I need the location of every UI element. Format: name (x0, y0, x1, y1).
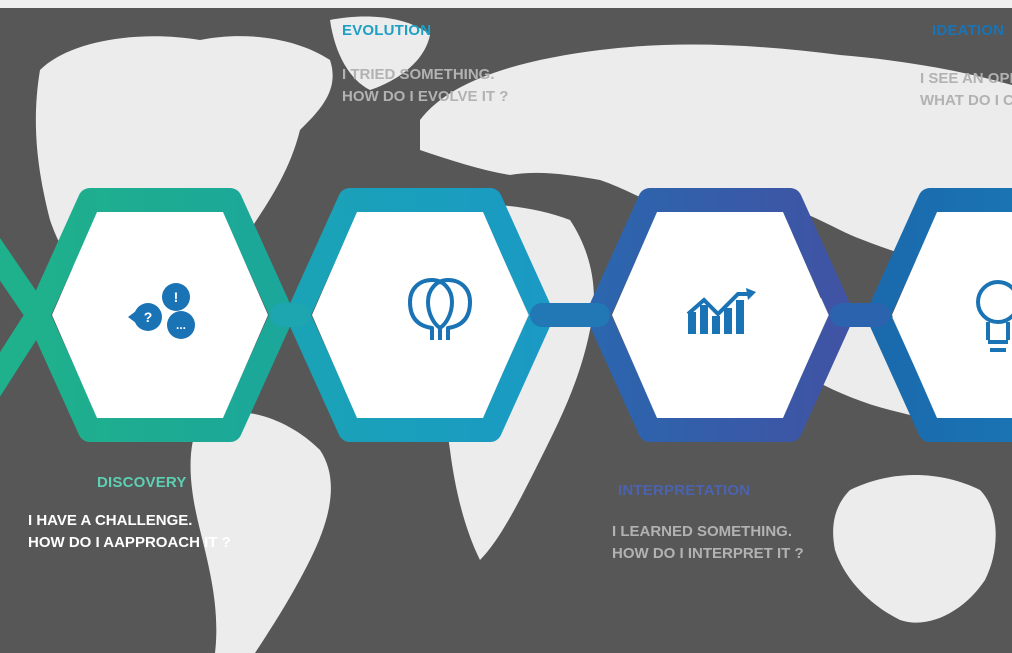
lightbulb-icon (976, 280, 1012, 352)
south-america (190, 411, 331, 653)
process-diagram: ? ! ... (0, 16, 1012, 653)
phase-title-evolution: EVOLUTION (342, 22, 432, 39)
hexagon-fills (52, 212, 1012, 418)
phase-text-ideation: I SEE AN OPPORTUNITY. WHAT DO I CREATE ? (920, 68, 1012, 112)
uk-isles (468, 88, 495, 120)
hexagon-fill-ideation (892, 212, 1012, 418)
ideation-line-2: WHAT DO I CREATE ? (920, 92, 1012, 109)
exclaim-glyph: ! (174, 289, 179, 305)
hexagon-fill-evolution (312, 212, 528, 418)
evolution-line-1: I TRIED SOMETHING. (342, 66, 495, 83)
question-glyph: ? (144, 309, 153, 325)
europe-asia (420, 44, 1012, 263)
evolution-line-2: HOW DO I EVOLVE IT ? (342, 88, 509, 105)
phase-title-discovery: DISCOVERY (97, 474, 187, 491)
link-left-2 (0, 303, 50, 397)
dots-glyph: ... (176, 318, 186, 332)
two-heads-icon (408, 278, 472, 340)
phase-text-evolution: I TRIED SOMETHING. HOW DO I EVOLVE IT ? (342, 64, 508, 108)
ideation-line-1: I SEE AN OPPORTUNITY. (920, 70, 1012, 87)
top-strip (0, 0, 1012, 8)
discovery-line-2: HOW DO I AAPPROACH IT ? (28, 534, 231, 551)
interpretation-line-2: HOW DO I INTERPRET IT ? (612, 545, 804, 562)
world-map-panel: ? ! ... (0, 8, 1012, 653)
phase-text-discovery: I HAVE A CHALLENGE. HOW DO I AAPPROACH I… (28, 510, 231, 554)
speech-bubbles-icon: ? ! ... (128, 283, 195, 339)
discovery-line-1: I HAVE A CHALLENGE. (28, 512, 193, 529)
phase-title-interpretation: INTERPRETATION (618, 482, 751, 499)
hexagon-chain (0, 188, 1012, 442)
phase-text-interpretation: I LEARNED SOMETHING. HOW DO I INTERPRET … (612, 521, 804, 565)
hexagon-fill-interpretation (612, 212, 828, 418)
chart-growth-icon (686, 288, 756, 334)
greenland (330, 16, 430, 91)
interpretation-line-1: I LEARNED SOMETHING. (612, 523, 793, 540)
phase-title-ideation: IDEATION (932, 22, 1005, 39)
link-left (0, 238, 50, 327)
australia (833, 475, 996, 623)
